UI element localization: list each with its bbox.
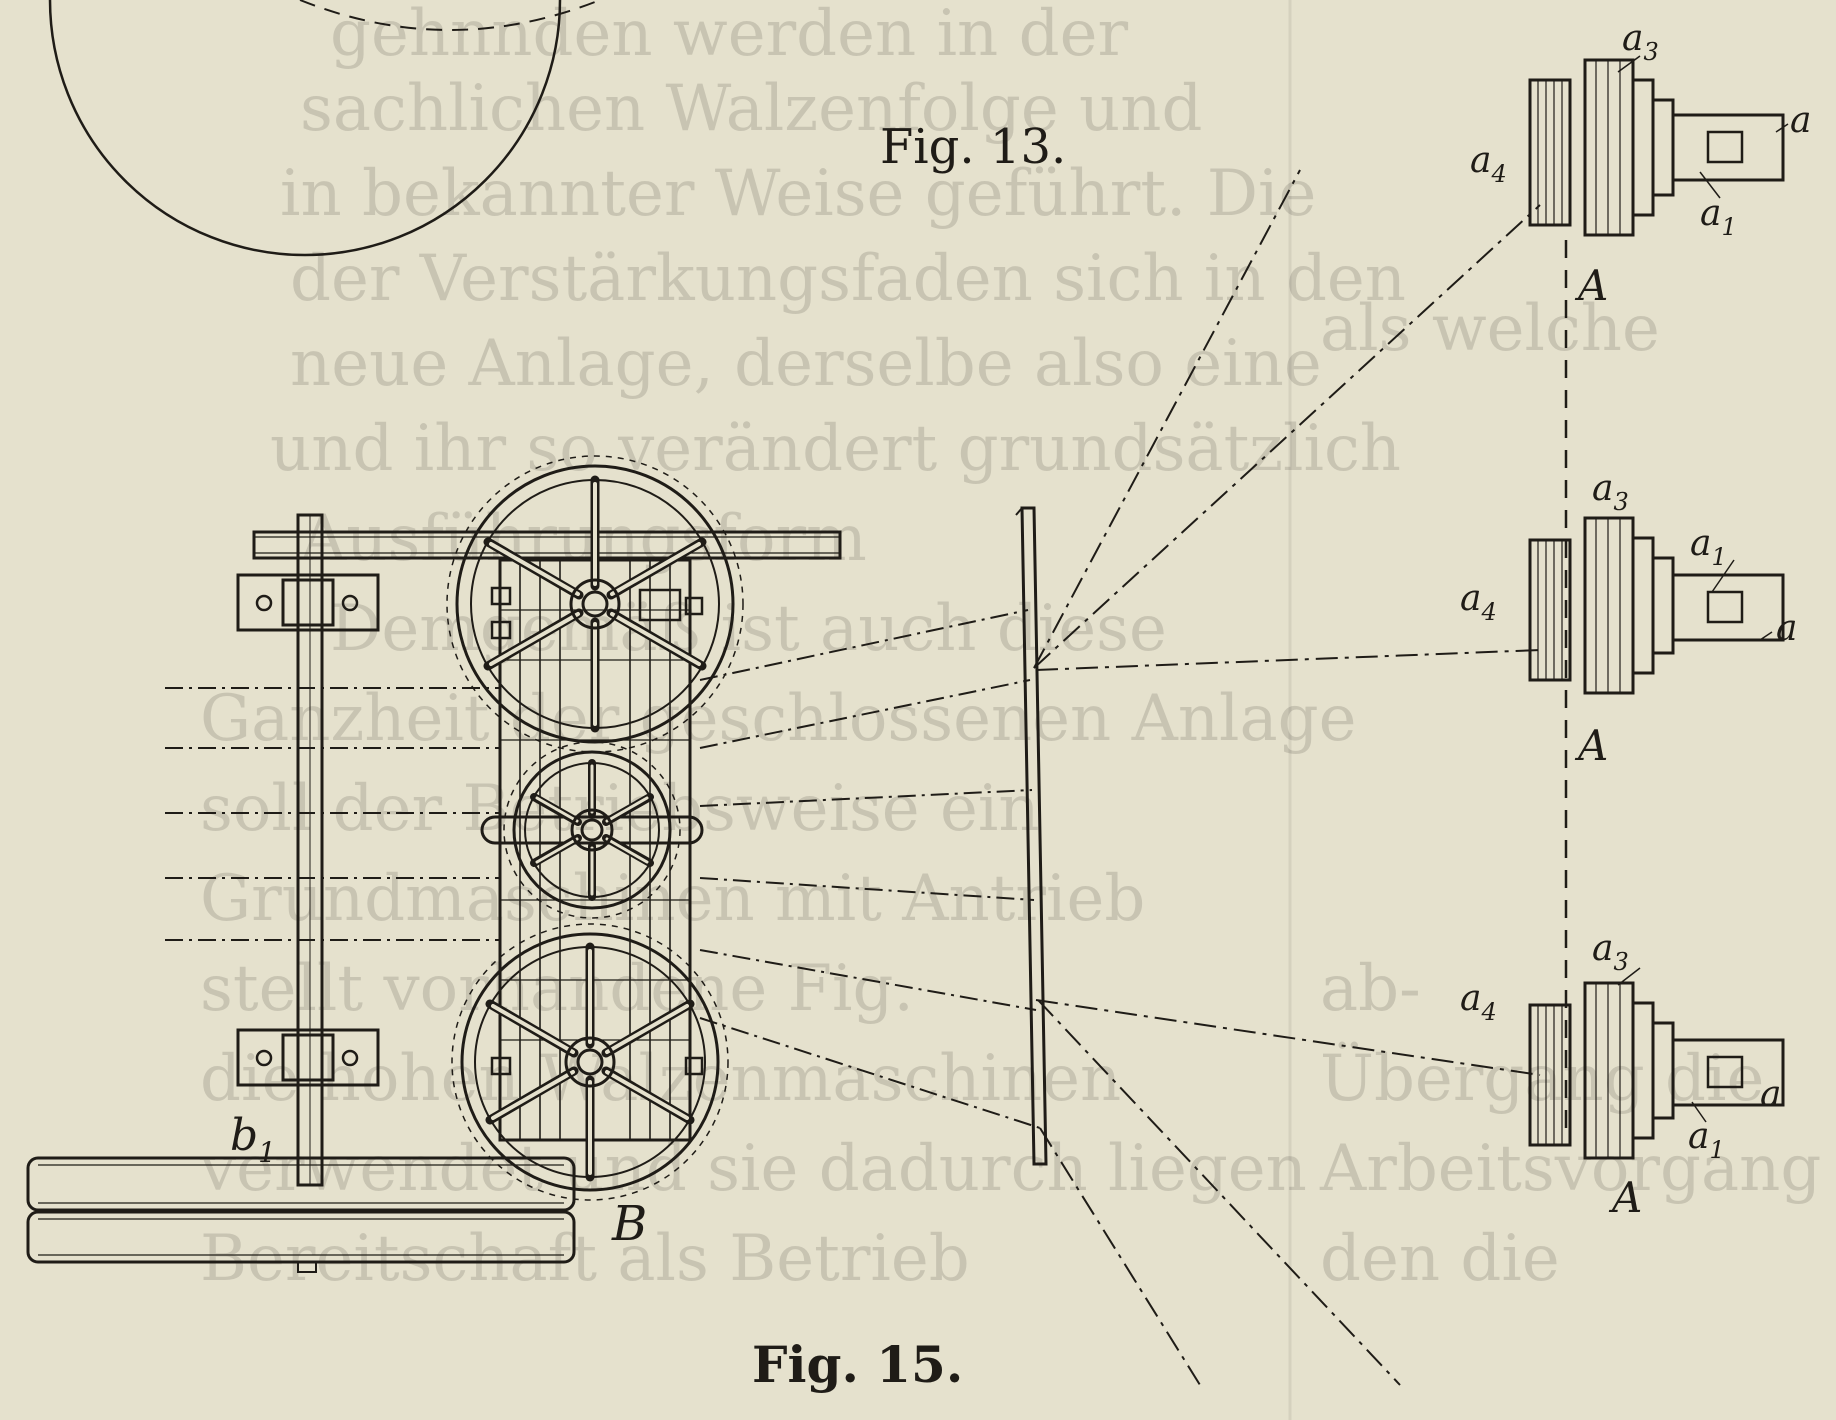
base-gears	[26, 1156, 576, 1273]
svg-text:den die: den die	[1320, 1222, 1560, 1296]
fig13-caption: Fig. 13.	[880, 119, 1066, 175]
label-a4-mid: a4	[1460, 578, 1497, 626]
yarn-lines-to-plate	[699, 609, 1041, 1129]
svg-text:Ausführungsform: Ausführungsform	[299, 502, 867, 576]
svg-text:gehnnden werden in der: gehnnden werden in der	[330, 0, 1128, 71]
fig13-partial-circle	[48, 0, 601, 257]
bleed-through-text: gehnnden werden in der sachlichen Walzen…	[199, 0, 1821, 1420]
label-a3-top: a3	[1622, 18, 1659, 66]
guide-plate	[1015, 506, 1048, 1166]
yarn-lines-fan-out	[1033, 169, 1541, 1386]
svg-text:Bereitschaft als Betrieb: Bereitschaft als Betrieb	[200, 1222, 970, 1296]
roller-assembly-bottom	[1528, 981, 1785, 1160]
upper-bearing-block	[236, 573, 380, 632]
label-b1: b1	[230, 1110, 276, 1169]
yarn-lines-left	[165, 687, 500, 941]
svg-text:ab-: ab-	[1320, 952, 1421, 1026]
bottom-spoked-wheel	[451, 923, 729, 1201]
svg-text:stellt vorhandene Fig.: stellt vorhandene Fig.	[200, 952, 914, 1026]
svg-text:Demgemäß ist auch diese: Demgemäß ist auch diese	[330, 592, 1167, 666]
fig15-drawing	[26, 169, 1568, 1386]
svg-text:verwendet und sie dadurch lieg: verwendet und sie dadurch liegen	[199, 1132, 1307, 1206]
svg-text:in bekannter Weise geführt. Di: in bekannter Weise geführt. Die	[280, 157, 1316, 231]
svg-text:Grundmaschinen mit Antrieb: Grundmaschinen mit Antrieb	[200, 862, 1145, 936]
drive-gear-top	[252, 530, 842, 560]
label-a3-mid: a3	[1592, 468, 1629, 516]
svg-text:soll der Betriebsweise ein: soll der Betriebsweise ein	[200, 772, 1040, 846]
svg-text:neue Anlage, derselbe also ein: neue Anlage, derselbe also eine	[290, 327, 1322, 401]
label-a1-mid: a1	[1690, 523, 1727, 571]
label-a-bot: a	[1760, 1074, 1781, 1115]
roller-assembly-middle	[1528, 516, 1785, 695]
label-A-bot: A	[1608, 1173, 1642, 1222]
label-A-mid: A	[1574, 721, 1608, 770]
label-a1-top: a1	[1700, 193, 1737, 241]
label-a3-bot: a3	[1592, 928, 1629, 976]
label-A-top: A	[1574, 261, 1608, 310]
svg-text:Ganzheit der geschlossenen Anl: Ganzheit der geschlossenen Anlage	[200, 682, 1357, 756]
svg-text:sachlichen Walzenfolge und: sachlichen Walzenfolge und	[300, 72, 1202, 146]
label-a4-bot: a4	[1460, 978, 1497, 1026]
lower-bearing-block	[236, 1028, 380, 1087]
label-a1-bot: a1	[1688, 1116, 1725, 1164]
label-a-top: a	[1790, 100, 1811, 141]
frame-fittings	[490, 586, 704, 1076]
top-spoked-wheel	[446, 455, 744, 753]
vertical-shaft	[296, 513, 324, 1187]
label-a-mid: a	[1776, 608, 1797, 649]
fig15-caption: Fig. 15.	[752, 1335, 963, 1394]
svg-text:und ihr so verändert grundsätz: und ihr so verändert grundsätzlich	[270, 412, 1401, 486]
middle-spoked-wheel	[480, 741, 704, 919]
svg-text:als welche: als welche	[1320, 292, 1660, 366]
labels: b1 B a3 a a4 a1 A a3 a1 a4 a A	[230, 18, 1811, 1252]
roller-assembly-top	[1528, 58, 1785, 237]
label-B: B	[611, 1196, 647, 1252]
svg-text:der Verstärkungsfaden sich in: der Verstärkungsfaden sich in den	[290, 242, 1406, 316]
label-a4-top: a4	[1470, 140, 1507, 188]
